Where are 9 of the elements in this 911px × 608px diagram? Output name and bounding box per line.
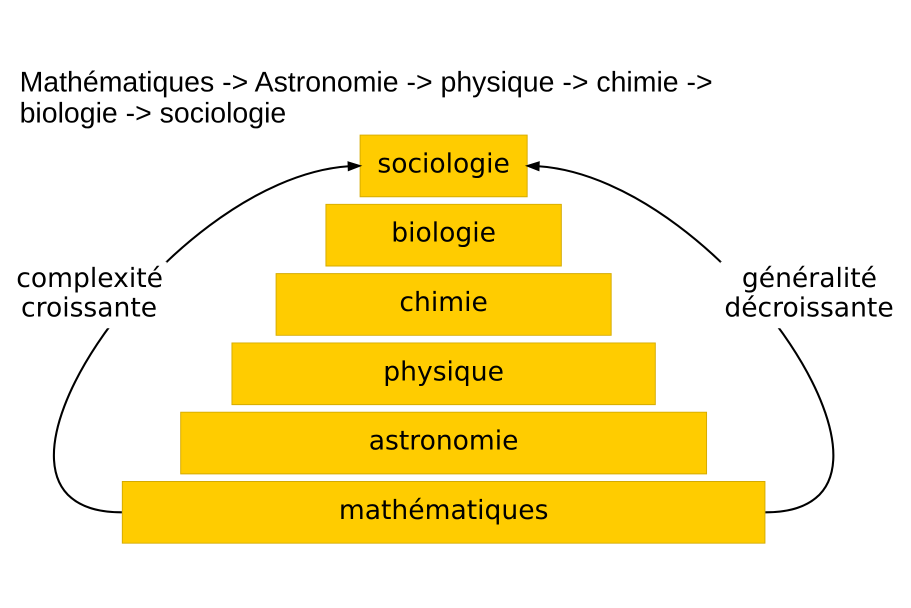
node-box: astronomie: [180, 412, 708, 474]
node-box: mathématiques: [122, 481, 766, 544]
node-box: chimie: [276, 273, 612, 336]
edge-label: complexité croissante: [16, 262, 163, 324]
edge-label: généralité décroissante: [724, 262, 894, 324]
diagram-title: Mathématiques -> Astronomie -> physique -> chimie -> biologie -> sociologie: [20, 66, 713, 130]
node-box: sociologie: [360, 134, 528, 198]
node-box: biologie: [325, 204, 562, 266]
node-box: physique: [231, 342, 656, 406]
